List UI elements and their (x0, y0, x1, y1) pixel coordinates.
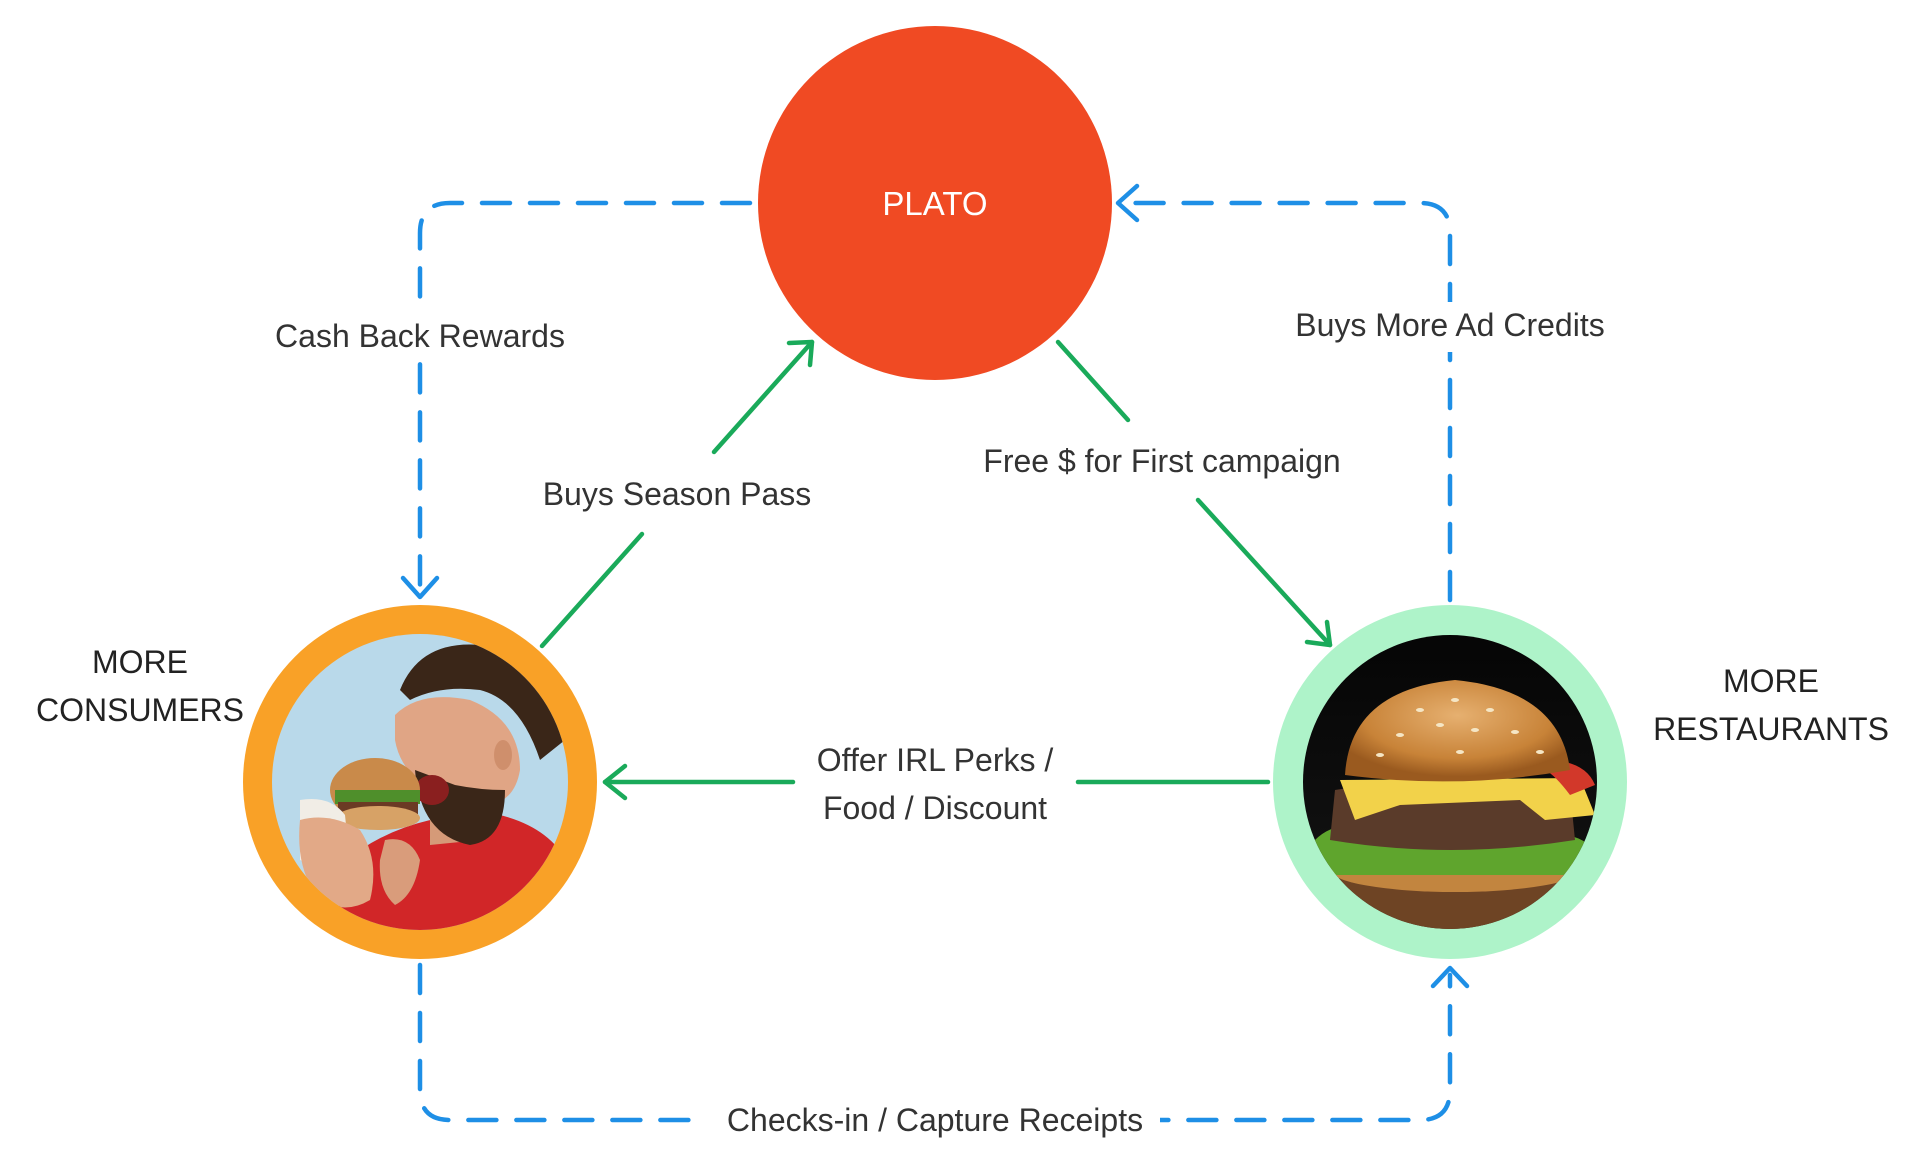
free-campaign-label: Free $ for First campaign (983, 443, 1340, 479)
cash-back-label: Cash Back Rewards (275, 318, 565, 354)
checkins-label: Checks-in / Capture Receipts (727, 1102, 1143, 1138)
consumers-label-line2: CONSUMERS (36, 692, 244, 728)
consumers-label-line1: MORE (92, 644, 188, 680)
checkins-arrowhead (1430, 965, 1470, 989)
restaurants-label-line1: MORE (1723, 663, 1819, 699)
free-campaign-arrow-upper (1055, 339, 1131, 423)
plato-circle (758, 26, 1112, 380)
checkins-dashed-line (417, 962, 1453, 1123)
cash-back-arrowhead (400, 575, 440, 600)
ad-credits-arrowhead (1115, 183, 1140, 223)
free-campaign-arrow-lower (1195, 497, 1333, 648)
season-pass-arrowhead (786, 339, 815, 368)
ad-credits-dashed-line (1122, 200, 1453, 603)
perks-arrowhead (602, 763, 628, 801)
cash-back-dashed-line (417, 200, 753, 593)
season-pass-label: Buys Season Pass (543, 476, 812, 512)
free-campaign-arrowhead (1304, 619, 1333, 648)
season-pass-arrow-upper (711, 339, 815, 455)
perks-label-line1: Offer IRL Perks / (817, 742, 1054, 778)
restaurants-label-line2: RESTAURANTS (1653, 711, 1889, 747)
plato-label: PLATO (882, 185, 987, 222)
ad-credits-label: Buys More Ad Credits (1295, 307, 1604, 343)
burger-photo (1303, 635, 1597, 929)
perks-label-line2: Food / Discount (823, 790, 1047, 826)
season-pass-arrow-lower (539, 531, 645, 649)
